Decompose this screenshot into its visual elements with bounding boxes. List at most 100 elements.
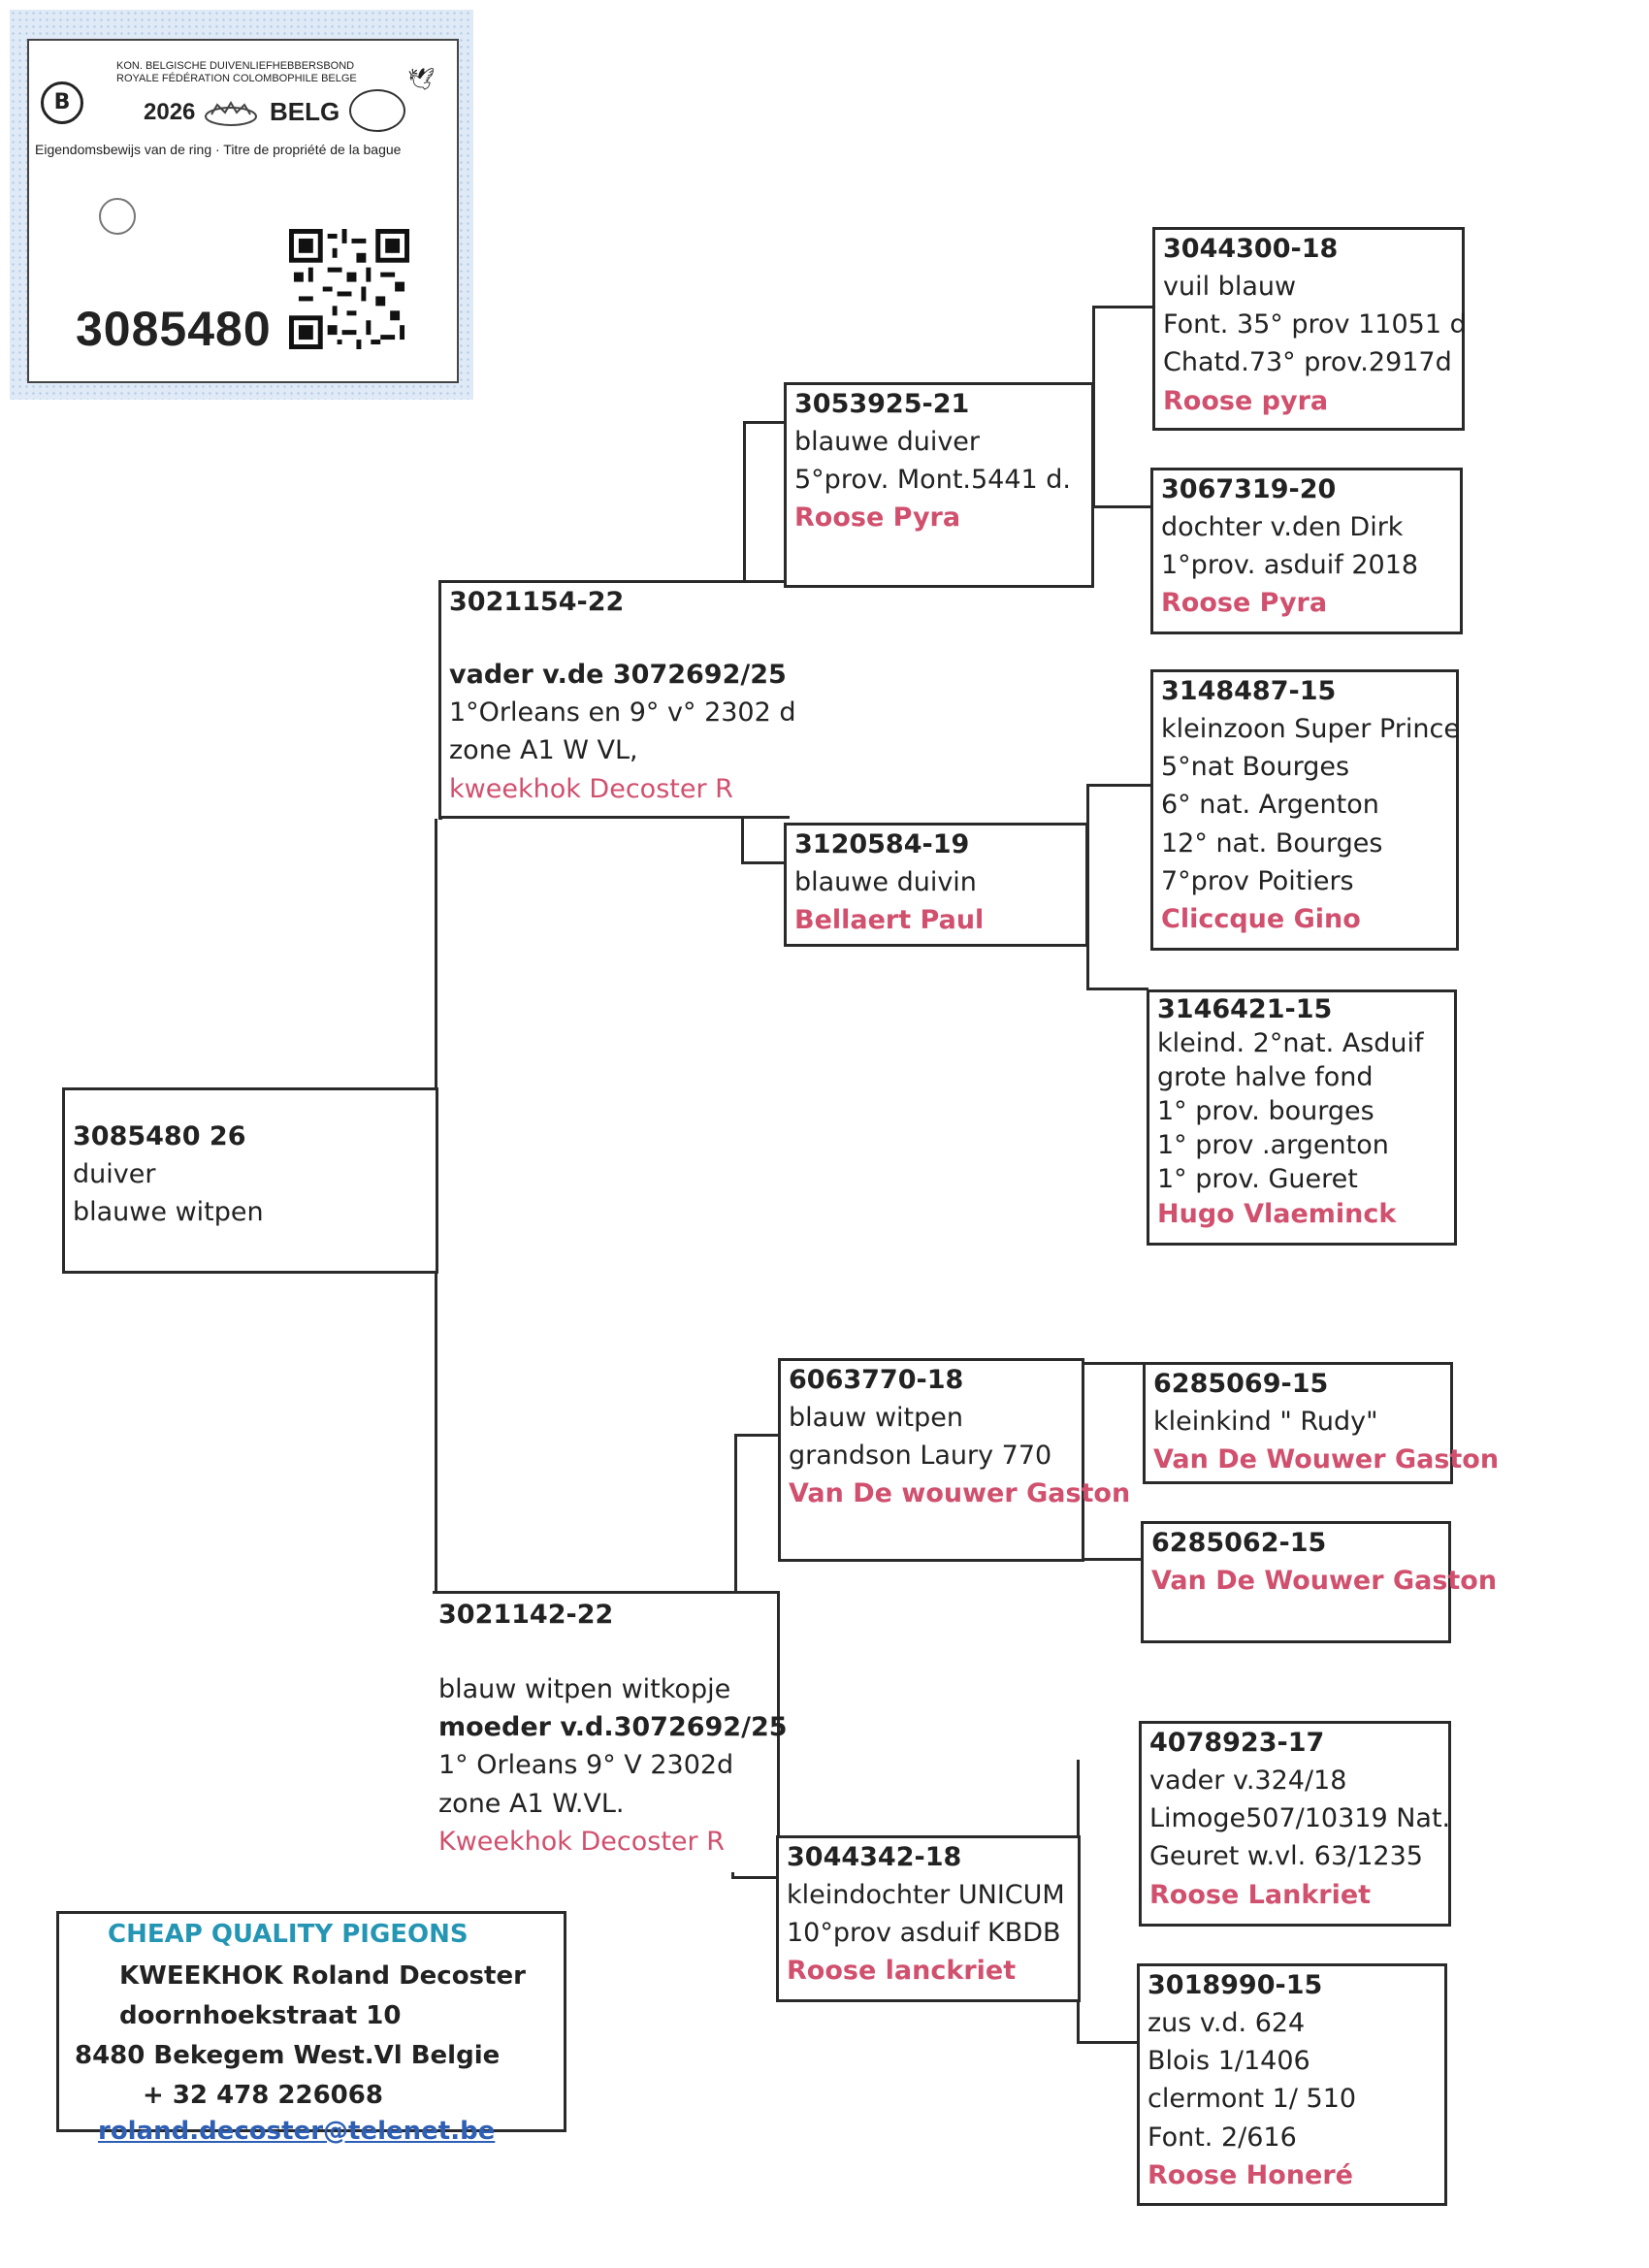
federation-name: KON. BELGISCHE DUIVENLIEFHEBBERSBOND ROY…: [116, 60, 357, 85]
pigeon-color: blauwe witpen: [73, 1197, 264, 1228]
pigeon-color: vuil blauw: [1163, 272, 1297, 303]
pigeon-card-mother: 3021142-22 blauw witpen witkopje moeder …: [433, 1591, 788, 1872]
ring-number: 3085480 26: [73, 1121, 246, 1151]
breeder-name: Van De Wouwer Gaston: [1153, 1444, 1500, 1475]
pigeon-result: Blois 1/1406: [1148, 2046, 1310, 2077]
pigeon-result: 1°Orleans en 9° v° 2302 d: [449, 697, 796, 729]
pigeon-card-mff: 6285069-15 kleinkind " Rudy" Van De Wouw…: [1143, 1362, 1500, 1484]
ring-card-inner: B KON. BELGISCHE DUIVENLIEFHEBBERSBOND R…: [27, 39, 459, 383]
ring-number: 4078923-17: [1149, 1728, 1325, 1758]
connector-line: [734, 1434, 737, 1595]
ring-number: 3018990-15: [1148, 1970, 1323, 2000]
ring-ownership-card: B KON. BELGISCHE DUIVENLIEFHEBBERSBOND R…: [10, 10, 473, 400]
pigeon-result: zone A1 W.VL.: [438, 1788, 625, 1819]
pigeon-card-subject: 3085480 26 duiver blauwe witpen: [62, 1087, 438, 1274]
connector-line: [743, 421, 786, 424]
ring-number: 3120584-19: [794, 829, 970, 859]
pigeon-result: Limoge507/10319 Nat.: [1149, 1803, 1451, 1834]
pigeon-info: vader v.324/18: [1149, 1766, 1347, 1797]
pigeon-result: 1°prov. asduif 2018: [1161, 550, 1419, 581]
pigeon-result: 1° prov. bourges: [1157, 1096, 1374, 1127]
breeder-name: Cliccque Gino: [1161, 903, 1361, 934]
pigeon-color: blauw witpen: [789, 1403, 963, 1434]
ring-number: 3146421-15: [1157, 994, 1333, 1024]
breeder-name: Roose lanckriet: [787, 1956, 1017, 1987]
pigeon-info: kleind. 2°nat. Asduif: [1157, 1028, 1424, 1059]
pigeon-card-fmm: 3146421-15 kleind. 2°nat. Asduif grote h…: [1147, 989, 1457, 1246]
pigeon-result: Geuret w.vl. 63/1235: [1149, 1841, 1423, 1872]
breeder-name: Kweekhok Decoster R: [438, 1826, 725, 1857]
pigeon-result: Font. 35° prov 11051 d: [1163, 309, 1467, 340]
ring-number: 3053925-21: [794, 389, 970, 419]
breeder-name: Roose Pyra: [1161, 588, 1328, 619]
pigeon-card-mmm: 3018990-15 zus v.d. 624 Blois 1/1406 cle…: [1137, 1963, 1447, 2206]
connector-line: [1081, 1558, 1143, 1561]
pigeon-result: 5°prov. Mont.5441 d.: [794, 465, 1072, 496]
federation-name-nl: KON. BELGISCHE DUIVENLIEFHEBBERSBOND: [116, 60, 355, 72]
pigeon-info: zus v.d. 624: [1148, 2008, 1306, 2039]
pigeon-info: kleinkind " Rudy": [1153, 1407, 1378, 1438]
contact-street: doornhoekstraat 10: [119, 2001, 402, 2030]
pigeon-icon: 🕊: [407, 68, 435, 92]
pigeon-info: vader v.de 3072692/25: [449, 660, 787, 691]
crown-icon: [205, 101, 257, 126]
pigeon-card-father: 3021154-22 vader v.de 3072692/25 1°Orlea…: [438, 580, 796, 819]
connector-line: [1092, 505, 1152, 508]
connector-line: [743, 421, 746, 582]
connector-line: [1086, 784, 1150, 787]
connector-line: [734, 1434, 779, 1437]
pigeon-color: blauwe duiver: [794, 427, 981, 458]
breeder-name: Roose Lankriet: [1149, 1879, 1372, 1910]
pigeon-result: 1° prov .argenton: [1157, 1130, 1389, 1161]
ring-number: 3044300-18: [1163, 234, 1339, 264]
pigeon-info: moeder v.d.3072692/25: [438, 1712, 788, 1743]
globe-icon: [349, 89, 405, 132]
connector-line: [1081, 1362, 1143, 1365]
pigeon-card-ffm: 3067319-20 dochter v.den Dirk 1°prov. as…: [1150, 468, 1463, 634]
pigeon-result: clermont 1/ 510: [1148, 2084, 1357, 2115]
pigeon-sex: duiver: [73, 1159, 156, 1190]
pigeon-result: 7°prov Poitiers: [1161, 865, 1354, 896]
connector-line: [1086, 988, 1148, 990]
ring-country: BELG: [270, 97, 340, 126]
pigeon-result: 6° nat. Argenton: [1161, 790, 1379, 821]
ring-year: 2026: [144, 99, 196, 125]
ring-number: 6063770-18: [789, 1365, 964, 1395]
breeder-name: kweekhok Decoster R: [449, 773, 733, 804]
pigeon-result: 1° Orleans 9° V 2302d: [438, 1750, 734, 1781]
pigeon-info: grandson Laury 770: [789, 1441, 1052, 1472]
connector-line: [741, 861, 784, 864]
pigeon-info: grote halve fond: [1157, 1062, 1374, 1093]
pigeon-card-fff: 3044300-18 vuil blauw Font. 35° prov 110…: [1152, 227, 1467, 431]
breeder-name: Hugo Vlaeminck: [1157, 1198, 1397, 1229]
connector-line: [1077, 2041, 1141, 2044]
pigeon-info: dochter v.den Dirk: [1161, 512, 1404, 543]
qr-code-icon: [289, 229, 409, 349]
pigeon-result: Chatd.73° prov.2917d: [1163, 347, 1452, 378]
connector-line: [731, 1876, 778, 1879]
contact-email-link[interactable]: roland.decoster@telenet.be: [98, 2117, 496, 2146]
pigeon-card-mf: 6063770-18 blauw witpen grandson Laury 7…: [778, 1358, 1131, 1562]
pigeon-color: blauwe duivin: [794, 867, 977, 898]
pigeon-info: kleinzoon Super Prince: [1161, 714, 1460, 745]
pigeon-info: kleindochter UNICUM: [787, 1880, 1065, 1911]
pigeon-card-ff: 3053925-21 blauwe duiver 5°prov. Mont.54…: [784, 382, 1094, 588]
contact-name: KWEEKHOK Roland Decoster: [119, 1961, 526, 1991]
card-title: Eigendomsbewijs van de ring · Titre de p…: [35, 142, 402, 157]
connector-line: [435, 819, 437, 1872]
card-punch-hole: [99, 198, 136, 235]
pigeon-result: 12° nat. Bourges: [1161, 827, 1383, 859]
contact-city: 8480 Bekegem West.Vl Belgie: [75, 2041, 501, 2070]
pigeon-result: Font. 2/616: [1148, 2122, 1297, 2153]
ring-number: 3044342-18: [787, 1842, 962, 1872]
pigeon-result: 10°prov asduif KBDB: [787, 1918, 1061, 1949]
breeder-name: Bellaert Paul: [794, 905, 985, 936]
pigeon-result: zone A1 W VL,: [449, 735, 638, 766]
ring-number: 3067319-20: [1161, 474, 1337, 504]
ring-number: 3021154-22: [449, 587, 625, 617]
contact-box: CHEAP QUALITY PIGEONS KWEEKHOK Roland De…: [56, 1911, 566, 2146]
federation-name-fr: ROYALE FÉDÉRATION COLOMBOPHILE BELGE: [116, 73, 357, 84]
breeder-name: Van De wouwer Gaston: [789, 1478, 1131, 1509]
ring-number: 6285062-15: [1151, 1528, 1327, 1558]
breeder-name: Roose Honeré: [1148, 2159, 1353, 2190]
